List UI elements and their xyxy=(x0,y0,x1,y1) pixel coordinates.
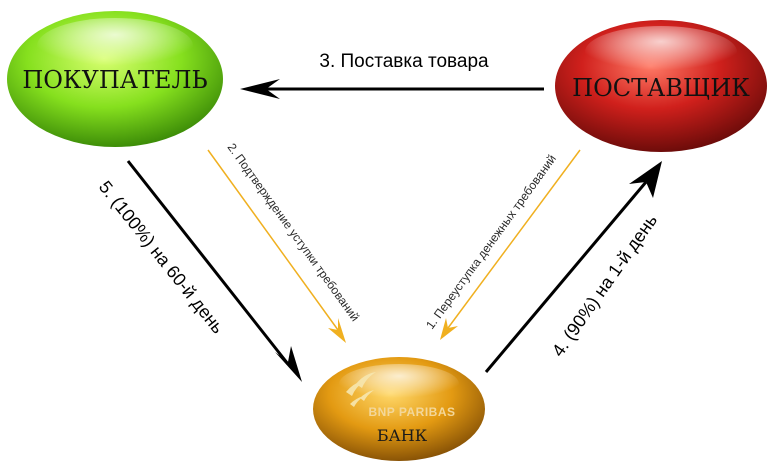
confirmation-arrow-line xyxy=(207,149,339,331)
bank-to-supplier-arrowhead-icon xyxy=(629,161,662,198)
confirmation-arrowhead-icon xyxy=(328,318,346,343)
edge-delivery: 3. Поставка товара xyxy=(240,51,544,99)
bank-to-supplier-arrow-line xyxy=(484,181,648,373)
supplier-node: ПОСТАВЩИК xyxy=(555,20,767,152)
bnp-stars-icon xyxy=(346,372,376,407)
buyer-shine xyxy=(37,18,193,74)
assignment-arrow-line xyxy=(447,149,581,329)
bank-logo-text: BNP PARIBAS xyxy=(368,405,455,419)
assignment-arrowhead-icon xyxy=(440,318,458,340)
assignment-label: 1. Переуступка денежных требований xyxy=(423,152,559,332)
edge-confirmation: 2. Подтверждение уступки требований xyxy=(207,141,363,343)
supplier-shine xyxy=(585,26,737,78)
buyer-node: ПОКУПАТЕЛЬ xyxy=(7,11,223,147)
supplier-label: ПОСТАВЩИК xyxy=(572,74,750,102)
confirmation-label: 2. Подтверждение уступки требований xyxy=(225,141,363,324)
edge-assignment: 1. Переуступка денежных требований xyxy=(423,149,581,340)
delivery-label: 3. Поставка товара xyxy=(319,51,489,72)
buyer-to-bank-arrow-line xyxy=(126,160,290,365)
buyer-to-bank-arrowhead-icon xyxy=(275,346,302,382)
bank-label: БАНК xyxy=(377,426,428,445)
bank-node: BNP PARIBAS БАНК xyxy=(313,357,485,461)
edge-bank-to-supplier: 4. (90%) на 1-й день xyxy=(484,161,662,373)
delivery-arrowhead-icon xyxy=(240,79,280,99)
buyer-label: ПОКУПАТЕЛЬ xyxy=(22,66,207,94)
